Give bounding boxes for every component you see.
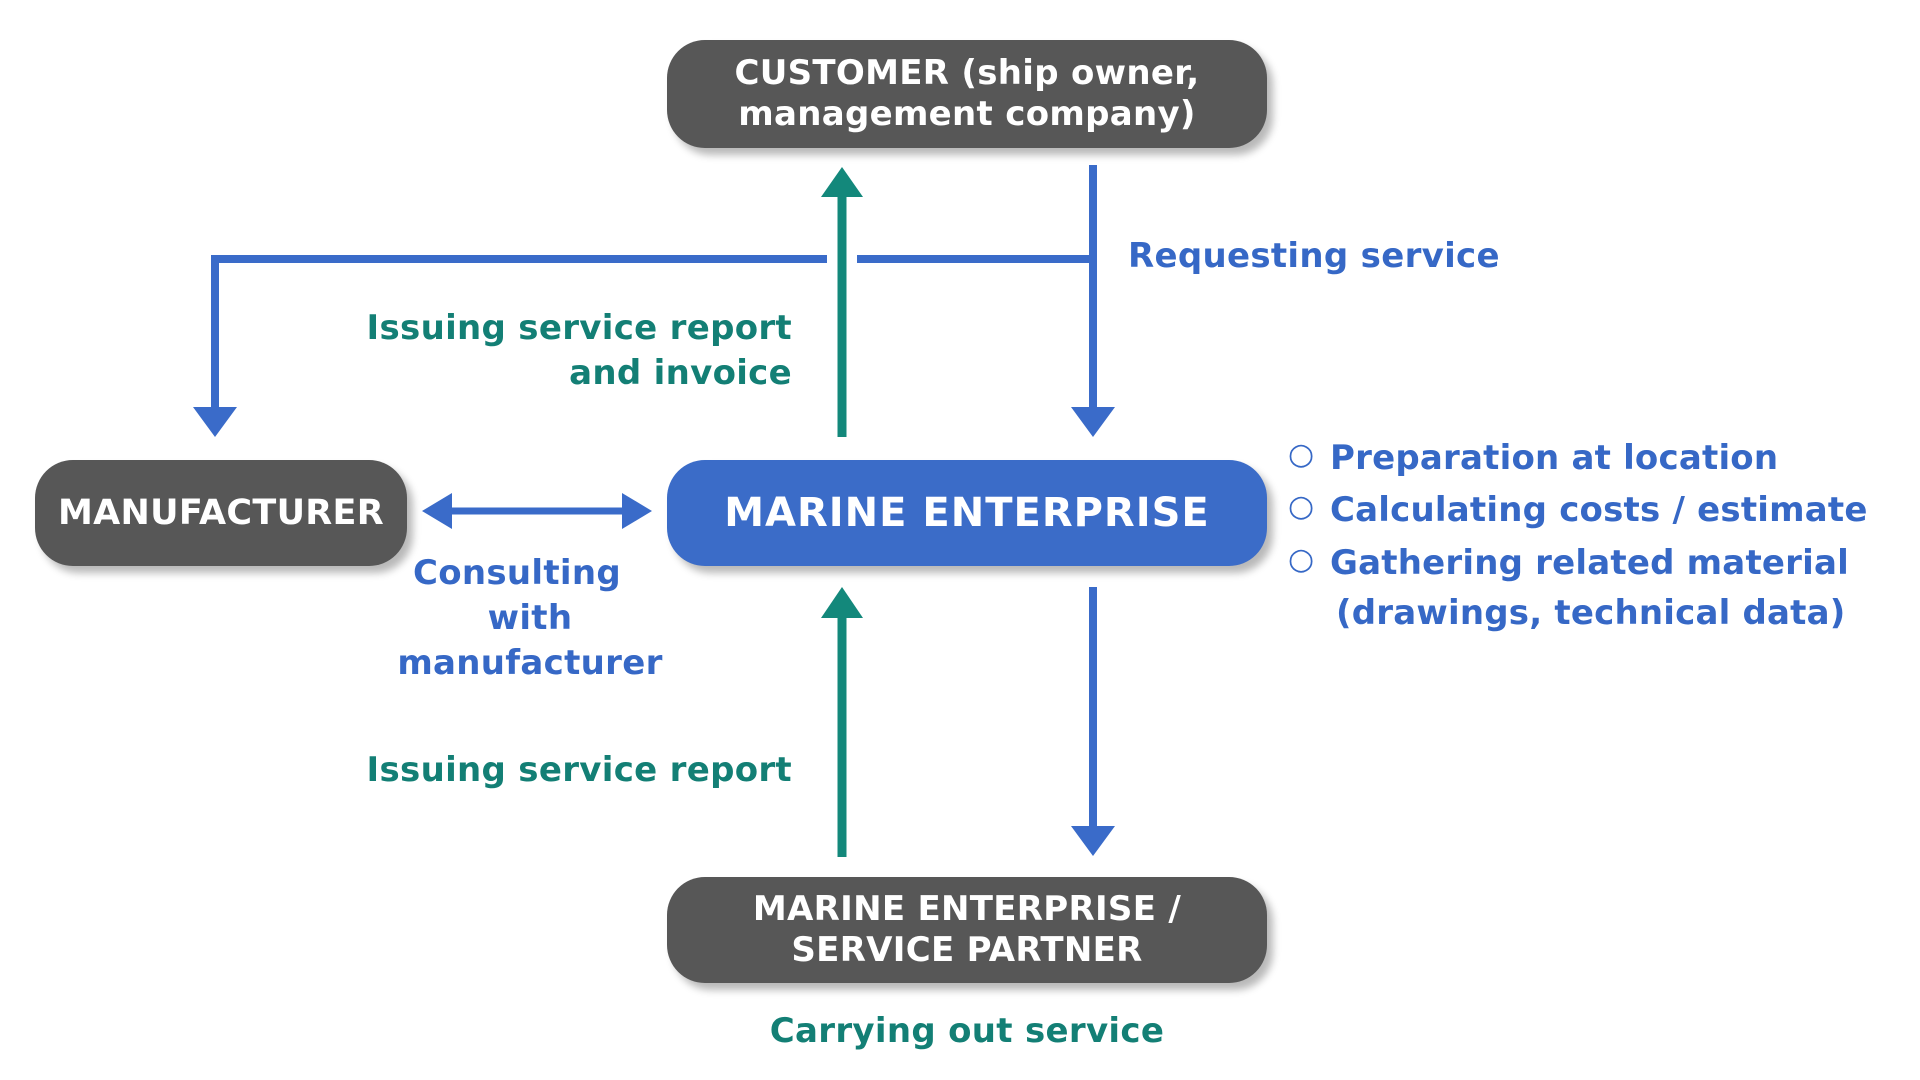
customer-node: CUSTOMER (ship owner, management company…	[667, 40, 1267, 148]
service-partner-node: MARINE ENTERPRISE / SERVICE PARTNER	[667, 877, 1267, 983]
service-partner-node-line-2: SERVICE PARTNER	[791, 930, 1143, 970]
customer-node-line-2: management company)	[738, 94, 1196, 134]
bullet-circle-icon: ○	[1288, 489, 1315, 525]
task-item-text-continued: (drawings, technical data)	[1336, 592, 1846, 633]
marine-enterprise-node-label: MARINE ENTERPRISE	[724, 489, 1210, 536]
bullet-circle-icon: ○	[1288, 541, 1315, 577]
report-invoice-arrow	[821, 167, 863, 437]
task-item-text: Gathering related material	[1330, 542, 1849, 583]
task-list: ○ Preparation at location ○ Calculating …	[1288, 433, 1868, 638]
issuing-report-invoice-line-2: and invoice	[569, 352, 792, 393]
carrying-out-service-label: Carrying out service	[769, 1011, 1165, 1051]
order-arrow	[1071, 587, 1115, 856]
marine-enterprise-node: MARINE ENTERPRISE	[667, 460, 1267, 566]
service-partner-node-line-1: MARINE ENTERPRISE /	[752, 888, 1182, 929]
task-item: ○ Preparation at location	[1288, 433, 1868, 483]
issuing-report-invoice-line-1: Issuing service report	[366, 308, 792, 348]
consulting-line-2: with manufacturer	[397, 597, 663, 683]
issuing-report-invoice-label: Issuing service report and invoice	[367, 306, 792, 396]
manufacturer-node-label: MANUFACTURER	[58, 492, 384, 533]
manufacturer-branch-arrow	[193, 255, 1093, 437]
task-item: ○ Gathering related material (drawings, …	[1288, 538, 1868, 639]
requesting-service-label: Requesting service	[1128, 236, 1500, 276]
issuing-report-label: Issuing service report	[366, 750, 792, 790]
task-item: ○ Calculating costs / estimate	[1288, 485, 1868, 535]
request-arrow	[1071, 165, 1115, 437]
task-item-text: Calculating costs / estimate	[1330, 490, 1868, 531]
bullet-circle-icon: ○	[1288, 437, 1315, 472]
consulting-arrow	[422, 493, 652, 529]
manufacturer-node: MANUFACTURER	[35, 460, 407, 566]
consulting-line-1: Consulting	[412, 553, 622, 593]
customer-node-line-1: CUSTOMER (ship owner,	[734, 52, 1200, 93]
consulting-label: Consulting with manufacturer	[351, 551, 709, 686]
task-item-text: Preparation at location	[1330, 438, 1779, 478]
report-arrow	[821, 587, 863, 857]
